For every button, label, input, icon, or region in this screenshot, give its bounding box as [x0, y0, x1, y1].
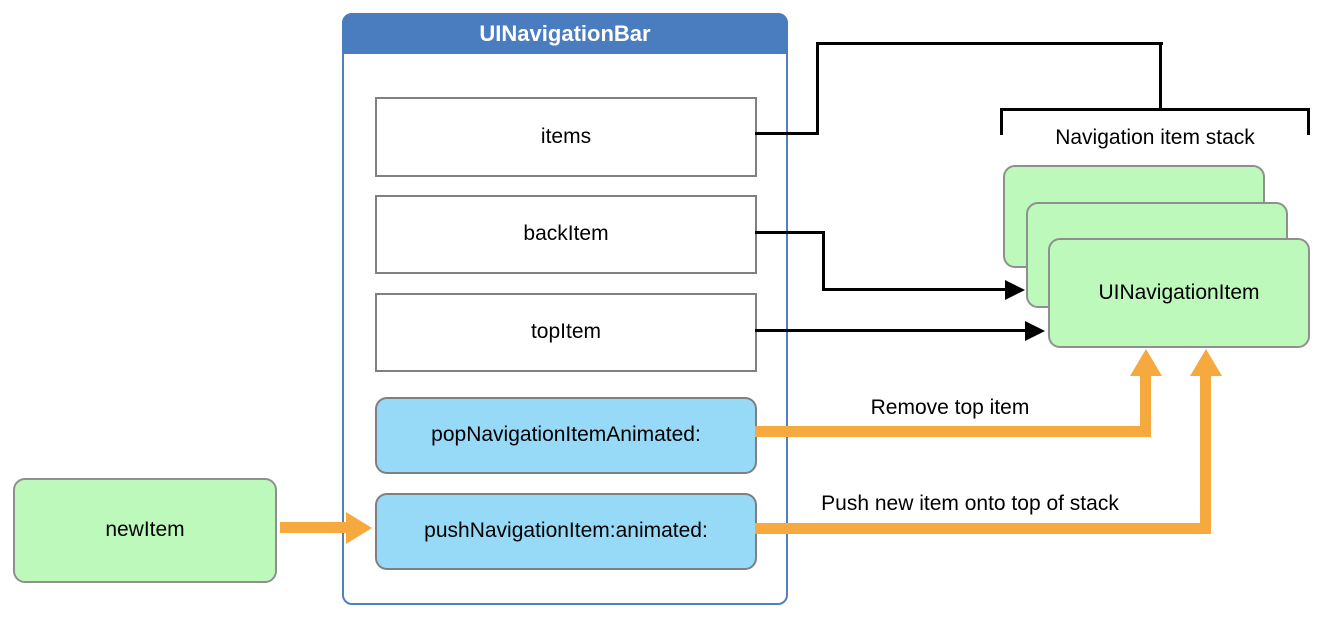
newitem-arrowhead-icon	[346, 512, 372, 544]
push-method-box: pushNavigationItem:animated:	[375, 493, 757, 570]
newitem-label: newItem	[105, 518, 185, 542]
newitem-arrow-line	[280, 522, 346, 533]
stack-label: Navigation item stack	[1055, 126, 1255, 149]
backitem-property-label: backItem	[523, 222, 609, 246]
uinavigationitem-label: UINavigationItem	[1098, 280, 1260, 304]
push-arrow-horizontal	[755, 523, 1211, 534]
topitem-arrow-line	[755, 329, 1025, 332]
push-method-label: pushNavigationItem:animated:	[424, 519, 708, 543]
push-new-item-label: Push new item onto top of stack	[821, 492, 1119, 515]
topitem-property-label: topItem	[530, 320, 602, 344]
push-arrowhead-icon	[1190, 349, 1222, 376]
items-property-label: items	[540, 124, 592, 148]
pop-method-box: popNavigationItemAnimated:	[375, 397, 757, 474]
remove-top-item-label: Remove top item	[870, 396, 1030, 419]
stack-bracket-tick-left	[1000, 108, 1003, 135]
push-arrow-vertical	[1200, 375, 1211, 534]
topitem-property-box: topItem	[375, 293, 757, 372]
items-connector-riser	[816, 42, 819, 135]
newitem-box: newItem	[13, 478, 277, 583]
pop-arrowhead-icon	[1130, 349, 1162, 376]
uinavigationbar-container: UINavigationBar items backItem topItem p…	[342, 13, 788, 605]
pop-arrow-vertical	[1140, 375, 1151, 437]
backitem-arrowhead-icon	[1005, 280, 1025, 300]
backitem-arrow-seg2	[822, 231, 825, 291]
bracket-connector-drop	[1159, 42, 1162, 111]
uinavigationitem-card: UINavigationItem	[1048, 238, 1310, 348]
stack-bracket-tick-right	[1307, 108, 1310, 135]
topitem-arrowhead-icon	[1025, 321, 1045, 341]
backitem-arrow-seg1	[755, 231, 825, 234]
pop-method-label: popNavigationItemAnimated:	[431, 423, 701, 447]
uinavigationbar-title: UINavigationBar	[342, 13, 788, 54]
pop-arrow-horizontal	[755, 426, 1151, 437]
items-connector-top	[816, 42, 1163, 45]
items-connector-stub	[755, 132, 818, 135]
uinavigationbar-title-text: UINavigationBar	[479, 20, 651, 46]
stack-bracket-bar	[1000, 108, 1310, 111]
items-property-box: items	[375, 97, 757, 177]
backitem-property-box: backItem	[375, 195, 757, 274]
backitem-arrow-seg3	[822, 288, 1005, 291]
